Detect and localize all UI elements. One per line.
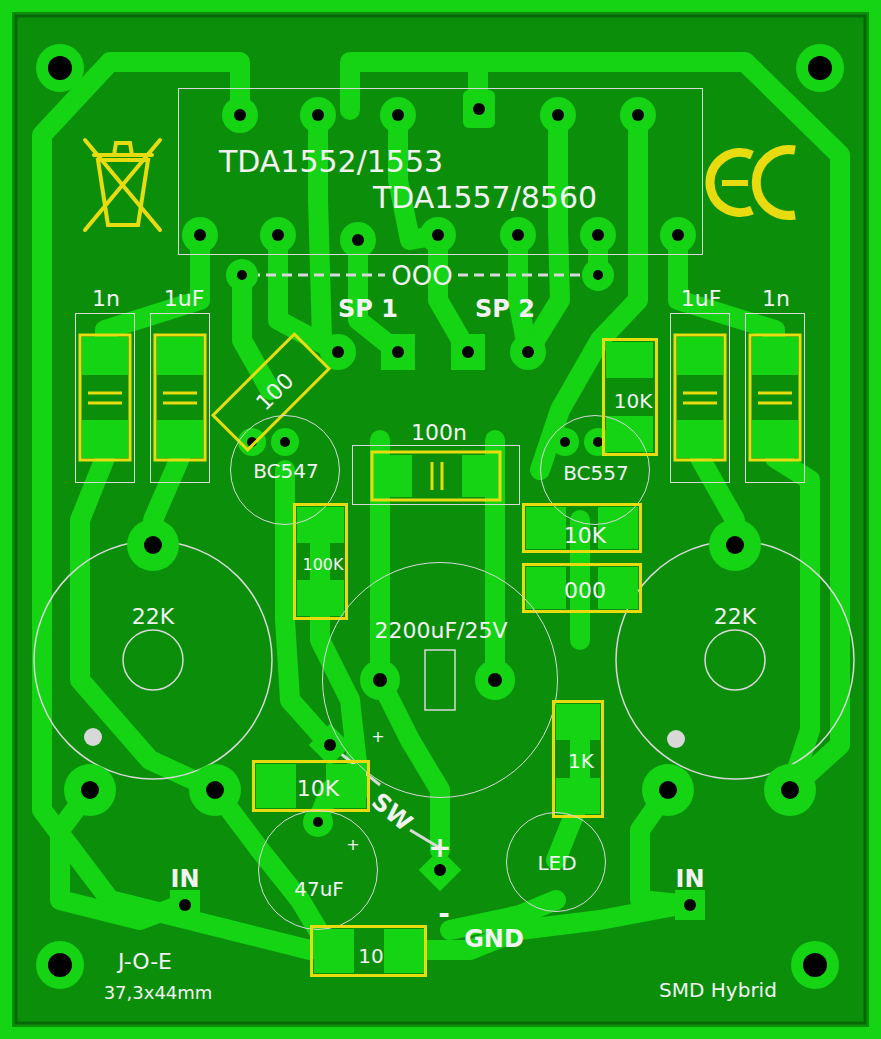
component-value: 1n — [762, 288, 790, 310]
component-value: 22K — [132, 606, 174, 628]
resistor-box: 100K — [293, 503, 348, 620]
resistor-box: 1K — [552, 700, 604, 818]
capacitor-symbols — [80, 335, 800, 500]
resistor-box: 10K — [602, 338, 658, 456]
component-value: 100n — [411, 422, 467, 444]
drill-holes — [48, 56, 832, 977]
board-name: SMD Hybrid — [659, 980, 777, 1000]
capacitor-outline: 1n — [75, 313, 135, 483]
speaker-label: SP 2 — [475, 297, 535, 321]
potentiometer-marker: 22K — [700, 602, 770, 632]
polarity-mark: + — [346, 837, 359, 853]
potentiometer-marker: 22K — [118, 602, 188, 632]
switch-label: SW — [368, 789, 417, 836]
silkscreen-mark: OOO — [391, 263, 452, 289]
component-value: TDA1552/1553 — [219, 147, 443, 177]
board-frame — [6, 6, 875, 1033]
component-value: 47uF — [294, 879, 344, 899]
author-label: J-O-E — [118, 951, 172, 973]
resistor-box: 10 — [310, 925, 427, 977]
speaker-label: SP 1 — [338, 297, 398, 321]
resistor-box: 100 — [211, 332, 331, 452]
pads — [36, 44, 844, 989]
component-value: 100 — [253, 369, 298, 414]
ground-label: GND — [464, 927, 524, 951]
resistor-box: 10K — [522, 503, 642, 553]
capacitor-outline: 1uF — [670, 313, 730, 483]
component-value: TDA1557/8560 — [373, 183, 597, 213]
component-value: 1uF — [681, 288, 722, 310]
silkscreen-outlines — [34, 275, 854, 848]
component-value: 10 — [358, 946, 383, 966]
polarity-mark: + — [428, 834, 451, 862]
ic-outline: TDA1552/1553TDA1557/8560 — [178, 88, 703, 255]
component-value: BC557 — [563, 463, 629, 483]
component-value: BC547 — [253, 461, 319, 481]
resistor-box: 000 — [522, 563, 642, 613]
copper-traces — [42, 62, 840, 950]
component-value: LED — [537, 853, 576, 873]
component-value: 10K — [614, 391, 653, 411]
component-value: 22K — [714, 606, 756, 628]
component-value: 000 — [564, 580, 606, 602]
capacitor-outline: 100n — [352, 445, 520, 505]
component-value: 10K — [297, 778, 339, 800]
weee-bin-icon — [85, 140, 160, 230]
polarity-mark: + — [371, 729, 384, 745]
component-value: 10K — [564, 525, 606, 547]
transistor-outline: BC557 — [540, 415, 650, 525]
input-label: IN — [675, 867, 704, 891]
dimension-label: 37,3x44mm — [104, 984, 213, 1002]
electrolytic-outline: 47uF — [258, 810, 378, 930]
input-label: IN — [170, 867, 199, 891]
ce-mark — [710, 150, 795, 216]
led-outline: LED — [506, 812, 606, 912]
resistor-box: 10K — [252, 760, 370, 812]
transistor-outline: BC547 — [230, 415, 340, 525]
component-value: 1uF — [164, 288, 205, 310]
component-value: 1n — [92, 288, 120, 310]
component-value: 2200uF/25V — [374, 620, 507, 642]
board-gap — [16, 16, 865, 1023]
capacitor-outline: 1n — [745, 313, 805, 483]
capacitor-outline: 1uF — [150, 313, 210, 483]
component-value: 1K — [568, 751, 594, 771]
component-value: 100K — [302, 557, 343, 573]
polarity-mark: - — [438, 900, 450, 928]
